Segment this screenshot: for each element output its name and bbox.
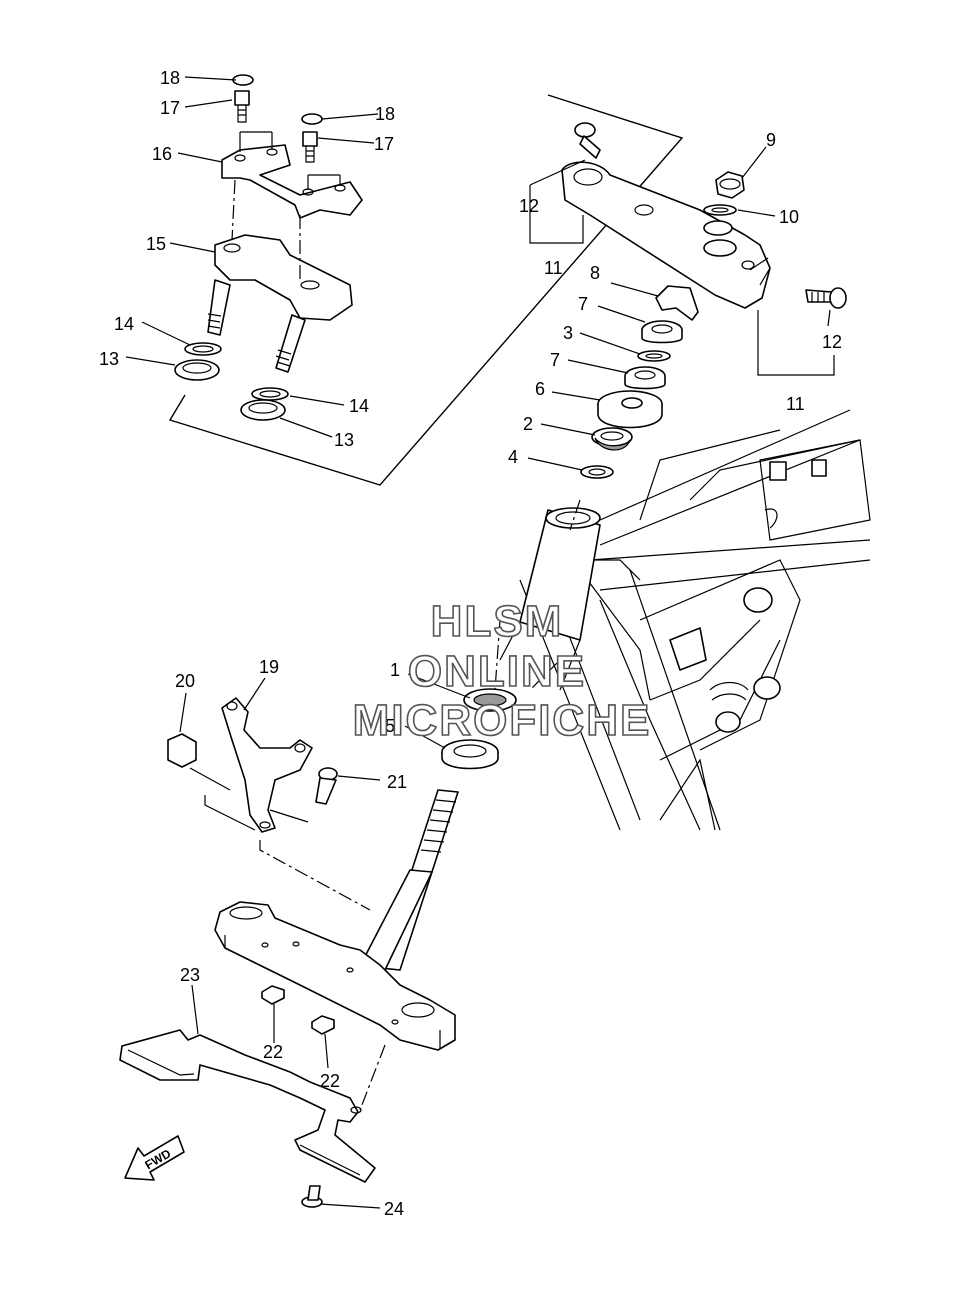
callout-20: 20 bbox=[175, 671, 195, 691]
frame-boss-b bbox=[753, 676, 781, 700]
fwd-arrow-icon bbox=[124, 1135, 185, 1181]
bolt-21-shank bbox=[315, 777, 337, 805]
fwd-arrow: FWD bbox=[124, 1135, 185, 1181]
callout-23: 23 bbox=[180, 965, 200, 985]
bracket-hole-b bbox=[703, 239, 737, 257]
meter-bracket bbox=[221, 697, 313, 833]
bearing-cover-6-side bbox=[597, 404, 663, 429]
cable-guide-group bbox=[119, 1029, 376, 1208]
callout-7-upper: 7 bbox=[578, 294, 588, 314]
watermark-line-3: MICROFICHE bbox=[353, 696, 652, 745]
bolt-12-top-head bbox=[574, 122, 596, 138]
callout-8: 8 bbox=[590, 263, 600, 283]
callout-17-right: 17 bbox=[374, 134, 394, 154]
watermark: HLSM ONLINE MICROFICHE bbox=[352, 596, 652, 746]
callout-2: 2 bbox=[523, 414, 533, 434]
bracket-hole-a bbox=[703, 220, 733, 236]
upper-handlebar-holder bbox=[221, 144, 363, 219]
lower-handlebar-holder bbox=[214, 234, 353, 321]
callout-3: 3 bbox=[563, 323, 573, 343]
callout-5: 5 bbox=[385, 716, 395, 736]
callout-18-right: 18 bbox=[375, 104, 395, 124]
callout-18-left: 18 bbox=[160, 68, 180, 88]
lower-bracket bbox=[214, 901, 456, 1051]
callout-labels: 18 17 18 17 16 15 14 13 14 13 9 10 12 11… bbox=[99, 68, 842, 1219]
bolt-17-right bbox=[302, 131, 318, 147]
callout-16: 16 bbox=[152, 144, 172, 164]
nut-22-b bbox=[311, 1015, 335, 1035]
damper-20 bbox=[167, 733, 197, 768]
callout-14-right: 14 bbox=[349, 396, 369, 416]
frame-bracket-a bbox=[769, 461, 787, 481]
ring-nut-7-upper-side bbox=[641, 330, 683, 344]
callout-13-left: 13 bbox=[99, 349, 119, 369]
callout-9: 9 bbox=[766, 130, 776, 150]
callout-10: 10 bbox=[779, 207, 799, 227]
meter-bracket-group bbox=[167, 697, 338, 833]
callout-21: 21 bbox=[387, 772, 407, 792]
watermark-line-1: HLSM bbox=[431, 597, 564, 646]
callout-7-lower: 7 bbox=[550, 350, 560, 370]
washer-14-right bbox=[251, 387, 289, 401]
washer-4 bbox=[580, 465, 614, 479]
bolt-24-shank bbox=[307, 1185, 321, 1201]
callout-22-right: 22 bbox=[320, 1071, 340, 1091]
head-pipe-top bbox=[545, 507, 601, 529]
bolt-cap-18-right bbox=[301, 113, 323, 125]
steering-bearing-stack bbox=[441, 285, 699, 770]
callout-15: 15 bbox=[146, 234, 166, 254]
steering-nut bbox=[715, 171, 745, 199]
ring-nut-7-lower-side bbox=[624, 376, 666, 390]
washer-10 bbox=[703, 204, 737, 216]
lower-bracket-group bbox=[214, 789, 459, 1111]
bolt-12-side-head bbox=[829, 287, 847, 309]
cable-guide bbox=[119, 1029, 376, 1183]
callout-11-upper: 11 bbox=[544, 258, 563, 278]
frame-bracket-b bbox=[811, 459, 827, 477]
watermark-line-2: ONLINE bbox=[408, 647, 586, 696]
lock-washer-8 bbox=[655, 285, 699, 321]
callout-14-left: 14 bbox=[114, 314, 134, 334]
washer-14-left bbox=[184, 342, 222, 356]
upper-bracket bbox=[561, 161, 771, 309]
callout-12-lower: 12 bbox=[822, 332, 842, 352]
callout-11-lower: 11 bbox=[786, 394, 805, 414]
lock-washer-3 bbox=[637, 350, 671, 362]
bolt-12-top-shank bbox=[579, 135, 601, 159]
callout-4: 4 bbox=[508, 447, 518, 467]
upper-bracket-group bbox=[529, 122, 847, 376]
callout-1: 1 bbox=[390, 660, 400, 680]
bearing-5-side bbox=[441, 752, 499, 770]
callout-17-left: 17 bbox=[160, 98, 180, 118]
nut-22-a bbox=[261, 985, 285, 1005]
handlebar-holder-group bbox=[168, 74, 684, 486]
frame-boss-c bbox=[715, 711, 741, 733]
leader-lines bbox=[125, 76, 831, 1209]
callout-22-left: 22 bbox=[263, 1042, 283, 1062]
frame-boss-a bbox=[743, 587, 773, 613]
callout-19: 19 bbox=[259, 657, 279, 677]
callout-24: 24 bbox=[384, 1199, 404, 1219]
bolt-17-left bbox=[234, 90, 250, 106]
callout-12-upper: 12 bbox=[519, 196, 539, 216]
frame-plate bbox=[669, 627, 707, 671]
callout-13-right: 13 bbox=[334, 430, 354, 450]
callout-6: 6 bbox=[535, 379, 545, 399]
frame-drawing bbox=[499, 409, 871, 831]
